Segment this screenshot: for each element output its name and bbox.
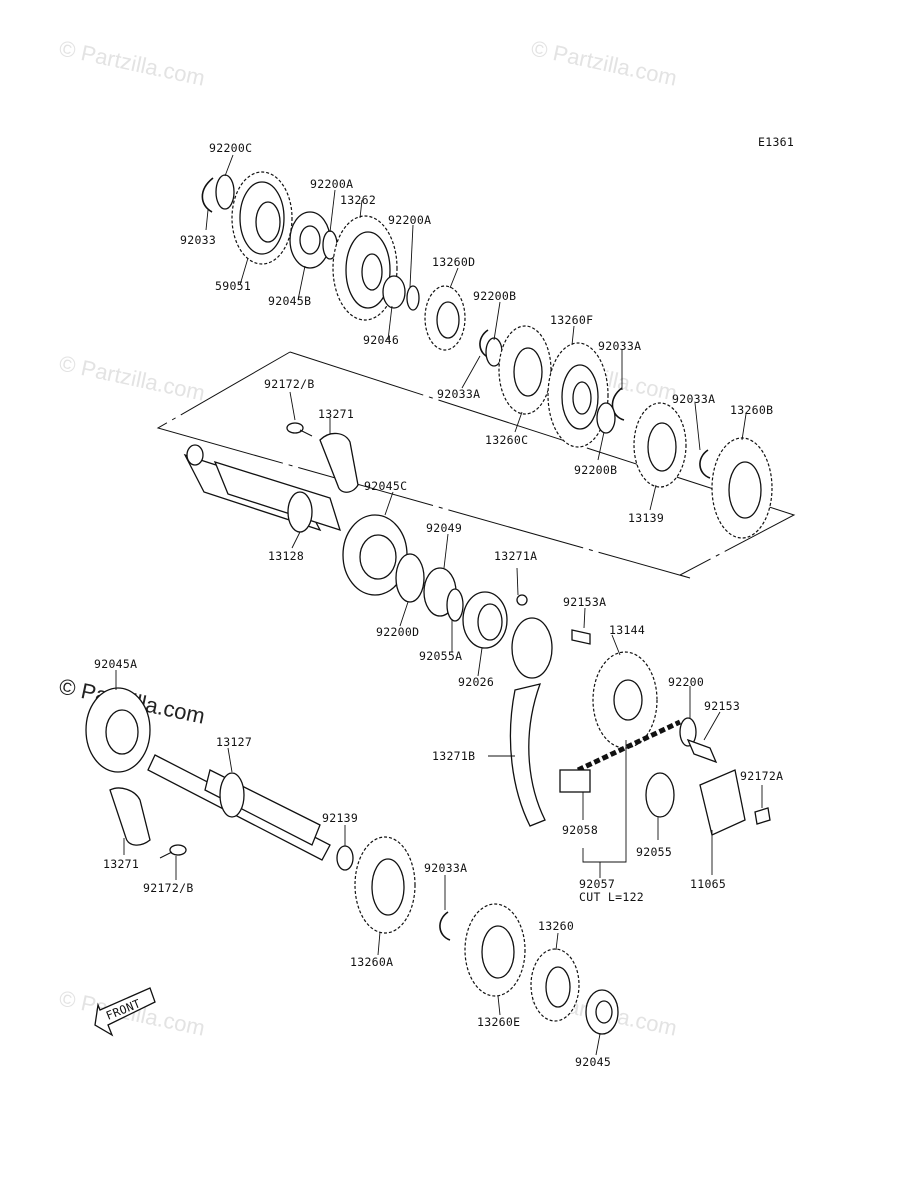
bearing-92045c bbox=[342, 514, 408, 596]
watermark: © Partzilla.com bbox=[57, 350, 207, 405]
part-label: 92200A bbox=[310, 177, 353, 191]
part-label: 92153A bbox=[563, 595, 606, 609]
part-label: 92200B bbox=[473, 289, 516, 303]
stopper-13271 bbox=[319, 432, 359, 493]
washer-92200a-2 bbox=[406, 285, 420, 311]
bolt-92172a bbox=[754, 807, 771, 825]
chain-92057 bbox=[559, 719, 682, 793]
part-label: 92055 bbox=[636, 845, 672, 859]
part-label: 13139 bbox=[628, 511, 664, 525]
bolt-92172b bbox=[286, 422, 313, 437]
part-label: 13260B bbox=[730, 403, 773, 417]
part-label: 92049 bbox=[426, 521, 462, 535]
gear-13260c bbox=[498, 325, 552, 415]
part-label: 13271 bbox=[103, 857, 139, 871]
needle-92139 bbox=[336, 845, 354, 871]
leader-lines bbox=[115, 154, 763, 1056]
part-label: 13260E bbox=[477, 1015, 520, 1029]
part-label: 92026 bbox=[458, 675, 494, 689]
washer-92200 bbox=[679, 717, 697, 747]
part-label: 92055A bbox=[419, 649, 462, 663]
ring-92200d bbox=[395, 553, 425, 603]
shaft-13127 bbox=[147, 754, 331, 861]
bearing-92045a bbox=[85, 687, 151, 773]
part-label: 13128 bbox=[268, 549, 304, 563]
part-label: 11065 bbox=[690, 877, 726, 891]
part-label: 92033A bbox=[672, 392, 715, 406]
part-label: 92046 bbox=[363, 333, 399, 347]
lever-13271b bbox=[509, 683, 546, 827]
part-label: 92045 bbox=[575, 1055, 611, 1069]
part-label: 92139 bbox=[322, 811, 358, 825]
part-label: 92058 bbox=[562, 823, 598, 837]
part-label: 92045C bbox=[364, 479, 407, 493]
part-label: 13260 bbox=[538, 919, 574, 933]
needle-bearing-92046 bbox=[382, 275, 406, 309]
bearing-92045b bbox=[289, 211, 331, 269]
part-label: 92200C bbox=[209, 141, 252, 155]
circlip-92033a-4 bbox=[439, 911, 451, 941]
part-label: 92033A bbox=[598, 339, 641, 353]
part-label: 13260A bbox=[350, 955, 393, 969]
ring-92055a bbox=[446, 588, 464, 622]
gear-13260f bbox=[547, 342, 609, 448]
gear-13260 bbox=[530, 948, 580, 1022]
chain-link-92058 bbox=[559, 769, 591, 793]
gear-13260d bbox=[424, 285, 466, 351]
shaft-13128 bbox=[183, 444, 341, 533]
stopper-13271-2 bbox=[109, 787, 151, 846]
washer-92200c bbox=[215, 174, 235, 210]
gear-13262 bbox=[332, 215, 398, 321]
cut-note: CUT L=122 bbox=[579, 890, 644, 904]
cover-11065 bbox=[699, 769, 746, 836]
part-label: 92172/B bbox=[143, 881, 194, 895]
bolt-92172b-2 bbox=[159, 844, 187, 859]
gear-59051 bbox=[231, 171, 293, 265]
part-label: 59051 bbox=[215, 279, 251, 293]
part-label: 92033 bbox=[180, 233, 216, 247]
gear-13260a bbox=[354, 836, 416, 934]
part-label: 13144 bbox=[609, 623, 645, 637]
part-label: 92200 bbox=[668, 675, 704, 689]
part-label: 92057 bbox=[579, 877, 615, 891]
part-label: 13271A bbox=[494, 549, 537, 563]
collar-92026 bbox=[462, 591, 508, 649]
part-label: 13262 bbox=[340, 193, 376, 207]
part-label: 92172A bbox=[740, 769, 783, 783]
part-label: 13260F bbox=[550, 313, 593, 327]
circlip-92033 bbox=[201, 177, 214, 213]
part-label: 92033A bbox=[437, 387, 480, 401]
part-label: 92153 bbox=[704, 699, 740, 713]
oring-92055 bbox=[645, 772, 675, 818]
part-label: 13271B bbox=[432, 749, 475, 763]
watermark: © Partzilla.com bbox=[529, 35, 679, 90]
part-label: 13260C bbox=[485, 433, 528, 447]
bearing-92045 bbox=[585, 989, 619, 1035]
gear-13260b bbox=[711, 437, 773, 539]
part-label: 92200A bbox=[388, 213, 431, 227]
gear-13260e bbox=[464, 903, 526, 997]
diagram-code: E1361 bbox=[758, 135, 794, 149]
watermark: © Partzilla.com bbox=[57, 35, 207, 90]
group-outline bbox=[156, 351, 796, 579]
bolt-92153 bbox=[686, 738, 718, 764]
gear-13139 bbox=[633, 402, 687, 488]
part-label: 92033A bbox=[424, 861, 467, 875]
part-label: 92045B bbox=[268, 294, 311, 308]
part-label: 92200B bbox=[574, 463, 617, 477]
sprocket-13144 bbox=[592, 651, 658, 749]
circlip-92033a-2 bbox=[611, 387, 625, 421]
part-label: 13127 bbox=[216, 735, 252, 749]
part-labels: 92200C 92200A 13262 92200A 92033 59051 9… bbox=[94, 141, 783, 1069]
part-label: 92045A bbox=[94, 657, 137, 671]
bolt-92153a bbox=[571, 629, 591, 645]
part-label: 13260D bbox=[432, 255, 475, 269]
washer-92200b-2 bbox=[596, 402, 616, 434]
plate-13271a bbox=[511, 594, 553, 679]
circlip-92033a-3 bbox=[699, 449, 711, 479]
part-label: 92172/B bbox=[264, 377, 315, 391]
part-label: 13271 bbox=[318, 407, 354, 421]
part-label: 92200D bbox=[376, 625, 419, 639]
